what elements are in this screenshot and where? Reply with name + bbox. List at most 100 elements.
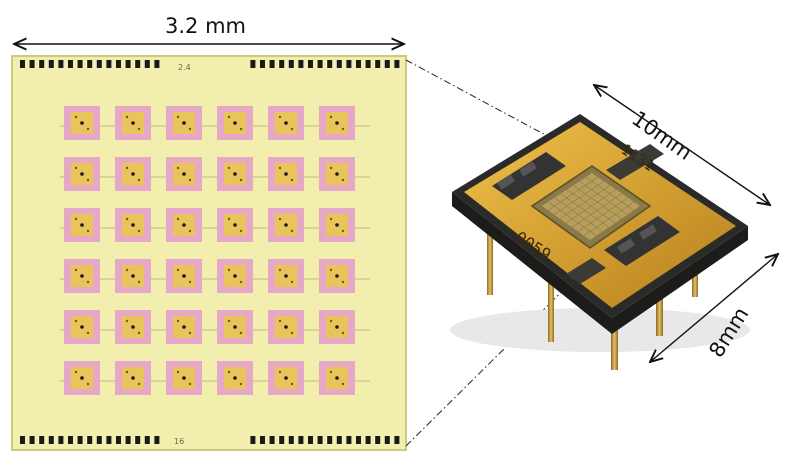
bond-pad	[106, 436, 112, 444]
package-chip-grid	[547, 176, 635, 236]
bond-pad	[365, 60, 371, 68]
dimension-arrow-icon	[594, 85, 770, 205]
bond-pad	[20, 60, 25, 68]
bond-pad	[96, 436, 102, 444]
bond-pad	[356, 60, 361, 68]
die-cell	[64, 106, 100, 140]
bond-pad	[336, 60, 342, 68]
die-cell	[217, 310, 253, 344]
bond-pad	[298, 60, 304, 68]
die-cell	[217, 208, 253, 242]
bond-pad	[58, 436, 64, 444]
bond-pad	[29, 436, 35, 444]
bond-pad	[308, 60, 313, 68]
die-cell	[268, 361, 304, 395]
die-cell	[115, 208, 151, 242]
bond-pad	[375, 436, 381, 444]
package-photo: 0059 1131	[450, 114, 750, 370]
die-cell	[319, 310, 355, 344]
bond-pad	[116, 436, 121, 444]
die-cell	[115, 157, 151, 191]
die-cell	[115, 310, 151, 344]
die-cell	[268, 157, 304, 191]
bond-pad	[298, 436, 304, 444]
bond-pad	[327, 60, 333, 68]
bond-pad	[250, 60, 256, 68]
bond-pad	[269, 436, 275, 444]
bond-pad	[116, 60, 121, 68]
bond-pad	[384, 436, 390, 444]
die-cell	[268, 208, 304, 242]
bond-pad	[346, 60, 352, 68]
bond-pad	[365, 436, 371, 444]
bond-pad	[106, 60, 112, 68]
bond-pad	[20, 436, 25, 444]
die-cell	[319, 361, 355, 395]
bond-pad	[87, 436, 93, 444]
die-cell	[319, 106, 355, 140]
bond-pad	[48, 436, 54, 444]
bond-pad	[346, 436, 352, 444]
die-top-marking: 2.4	[178, 63, 191, 72]
bond-pad	[39, 436, 45, 444]
die-cell	[166, 208, 202, 242]
die-image: 2.4 16	[11, 55, 407, 451]
die-cell	[64, 259, 100, 293]
die-cell	[268, 310, 304, 344]
die-cell	[166, 310, 202, 344]
bond-pad	[144, 436, 150, 444]
bond-pad	[87, 60, 93, 68]
die-cell-grid	[60, 106, 370, 395]
bond-pad	[336, 436, 342, 444]
bond-pad	[39, 60, 45, 68]
bond-pad	[135, 60, 141, 68]
die-cell	[217, 259, 253, 293]
bond-pad	[144, 60, 150, 68]
die-width-label: 3.2 mm	[165, 14, 246, 38]
die-bottom-marking: 16	[174, 437, 184, 446]
die-cell	[115, 106, 151, 140]
die-bond-pads-top	[20, 60, 400, 68]
bond-pad	[125, 436, 131, 444]
dimension-arrow-icon	[650, 254, 778, 362]
die-cell	[217, 361, 253, 395]
die-cell	[319, 157, 355, 191]
bond-pad	[356, 436, 361, 444]
die-cell	[217, 157, 253, 191]
bond-pad	[327, 436, 333, 444]
bond-pad	[29, 60, 35, 68]
die-cell	[64, 361, 100, 395]
bond-pad	[58, 60, 64, 68]
die-cell	[115, 361, 151, 395]
bond-pad	[48, 60, 54, 68]
bond-pad	[96, 60, 102, 68]
bond-pad	[317, 60, 323, 68]
bond-pad	[250, 436, 256, 444]
bond-pad	[279, 60, 285, 68]
die-cell	[64, 157, 100, 191]
die-cell	[319, 259, 355, 293]
die-cell	[166, 157, 202, 191]
die-cell	[64, 208, 100, 242]
bond-pad	[384, 60, 390, 68]
bond-pad	[260, 60, 265, 68]
die-cell	[319, 208, 355, 242]
die-cell	[64, 310, 100, 344]
bond-pad	[288, 436, 294, 444]
bond-pad	[77, 436, 83, 444]
bond-pad	[125, 60, 131, 68]
bond-pad	[394, 436, 400, 444]
die-cell	[166, 259, 202, 293]
bond-pad	[375, 60, 381, 68]
die-bond-pads-bottom	[20, 436, 400, 444]
bond-pad	[68, 436, 73, 444]
bond-pad	[260, 436, 265, 444]
bond-pad	[68, 60, 73, 68]
bond-pad	[77, 60, 83, 68]
bond-pad	[279, 436, 285, 444]
die-cell	[268, 106, 304, 140]
bond-pad	[154, 60, 160, 68]
die-cell	[166, 361, 202, 395]
bond-pad	[394, 60, 400, 68]
die-cell	[115, 259, 151, 293]
